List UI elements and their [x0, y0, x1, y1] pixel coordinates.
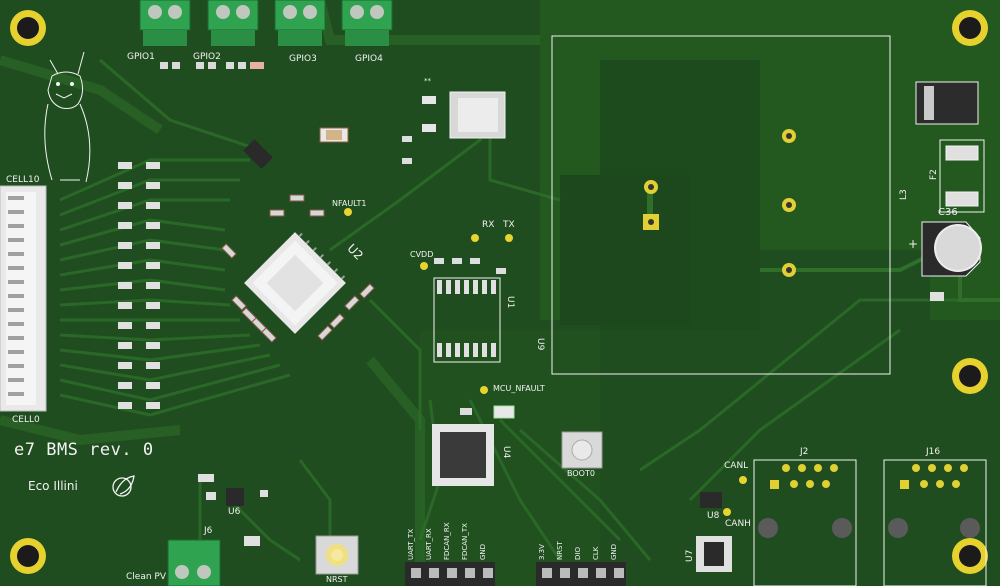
label-gpio4: GPIO4: [355, 54, 383, 64]
label-nfault1: NFAULT1: [332, 199, 367, 208]
label-canl: CANL: [724, 461, 749, 471]
pin-fdcan-tx: FDCAN_TX: [461, 523, 469, 560]
label-u8: U8: [707, 511, 720, 521]
j2-connector: [753, 459, 857, 586]
pin-gnd-1: GND: [479, 543, 487, 560]
mounting-hole: [10, 10, 988, 574]
pin-dio: DIO: [574, 547, 582, 560]
label-j6: J6: [204, 526, 213, 536]
label-canh: CANH: [725, 519, 751, 529]
label-cvdd: CVDD: [410, 250, 434, 259]
u9-pins: [643, 129, 796, 277]
label-mcu-nfault: MCU_NFAULT: [493, 384, 545, 393]
nrst-button-body: [315, 535, 359, 575]
label-rx: RX: [482, 220, 495, 230]
pin-uart-tx: UART_TX: [407, 528, 415, 560]
label-l3: L3: [899, 189, 909, 200]
u9-outline: [551, 35, 891, 375]
pin-clk: CLK: [592, 546, 600, 560]
label-star: **: [424, 77, 431, 85]
u2-chip: [244, 232, 346, 334]
pin-nrst: NRST: [556, 541, 564, 560]
label-gpio1: GPIO1: [127, 52, 155, 62]
label-j16: J16: [926, 447, 941, 457]
label-c36: C36: [938, 207, 958, 218]
eco-illini-logo: [112, 475, 135, 497]
c36-capacitor: [921, 221, 982, 277]
pin-gnd-2: GND: [610, 543, 618, 560]
label-cell10: CELL10: [6, 175, 40, 185]
board-org: Eco Illini: [28, 479, 78, 493]
cat-logo: [44, 51, 91, 183]
pin-3v3: 3.3V: [538, 544, 546, 560]
label-u6: U6: [228, 507, 241, 517]
debug-header-1: [405, 562, 495, 586]
label-tx: TX: [503, 220, 515, 230]
label-plus: +: [908, 237, 919, 251]
cell-connector: [0, 185, 47, 412]
label-f2: F2: [929, 169, 939, 180]
label-boot0: BOOT0: [567, 469, 595, 478]
debug-header-2: [536, 562, 626, 586]
label-gpio2: GPIO2: [193, 52, 221, 62]
board-title: e7 BMS rev. 0: [14, 440, 154, 460]
pin-uart-rx: UART_RX: [425, 528, 433, 560]
j6-terminal: [167, 539, 221, 586]
gpio-terminals: [139, 0, 393, 46]
label-j2: J2: [800, 447, 809, 457]
j16-connector: [883, 459, 987, 586]
boot0-button-body: [561, 431, 603, 469]
label-gpio3: GPIO3: [289, 54, 317, 64]
pin-fdcan-rx: FDCAN_RX: [443, 522, 451, 561]
label-cell0: CELL0: [12, 415, 40, 425]
label-u4: U4: [501, 446, 511, 459]
label-u1: U1: [505, 296, 515, 309]
label-nrst: NRST: [326, 575, 348, 584]
label-u7: U7: [685, 549, 695, 562]
label-clean-pv: Clean PV: [126, 572, 166, 582]
u1-chip: [433, 258, 506, 363]
u4-chip: [432, 405, 515, 486]
label-u9: U9: [535, 338, 545, 351]
